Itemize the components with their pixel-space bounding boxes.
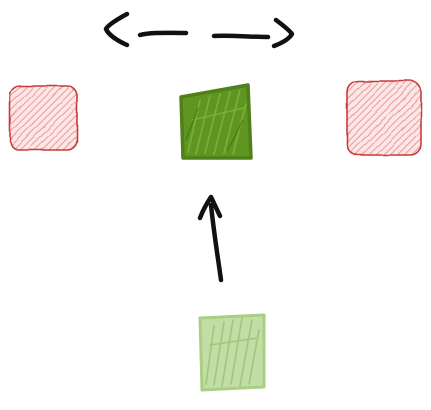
right-option-red-hatched-square-icon [346, 80, 422, 156]
double-headed-horizontal-arrow-icon [103, 11, 295, 49]
left-option-red-hatched-square-icon [9, 85, 78, 151]
current-selection-dark-green-square-icon [179, 83, 253, 160]
up-arrow-icon [197, 194, 224, 283]
previous-selection-light-green-square-icon [198, 313, 266, 392]
